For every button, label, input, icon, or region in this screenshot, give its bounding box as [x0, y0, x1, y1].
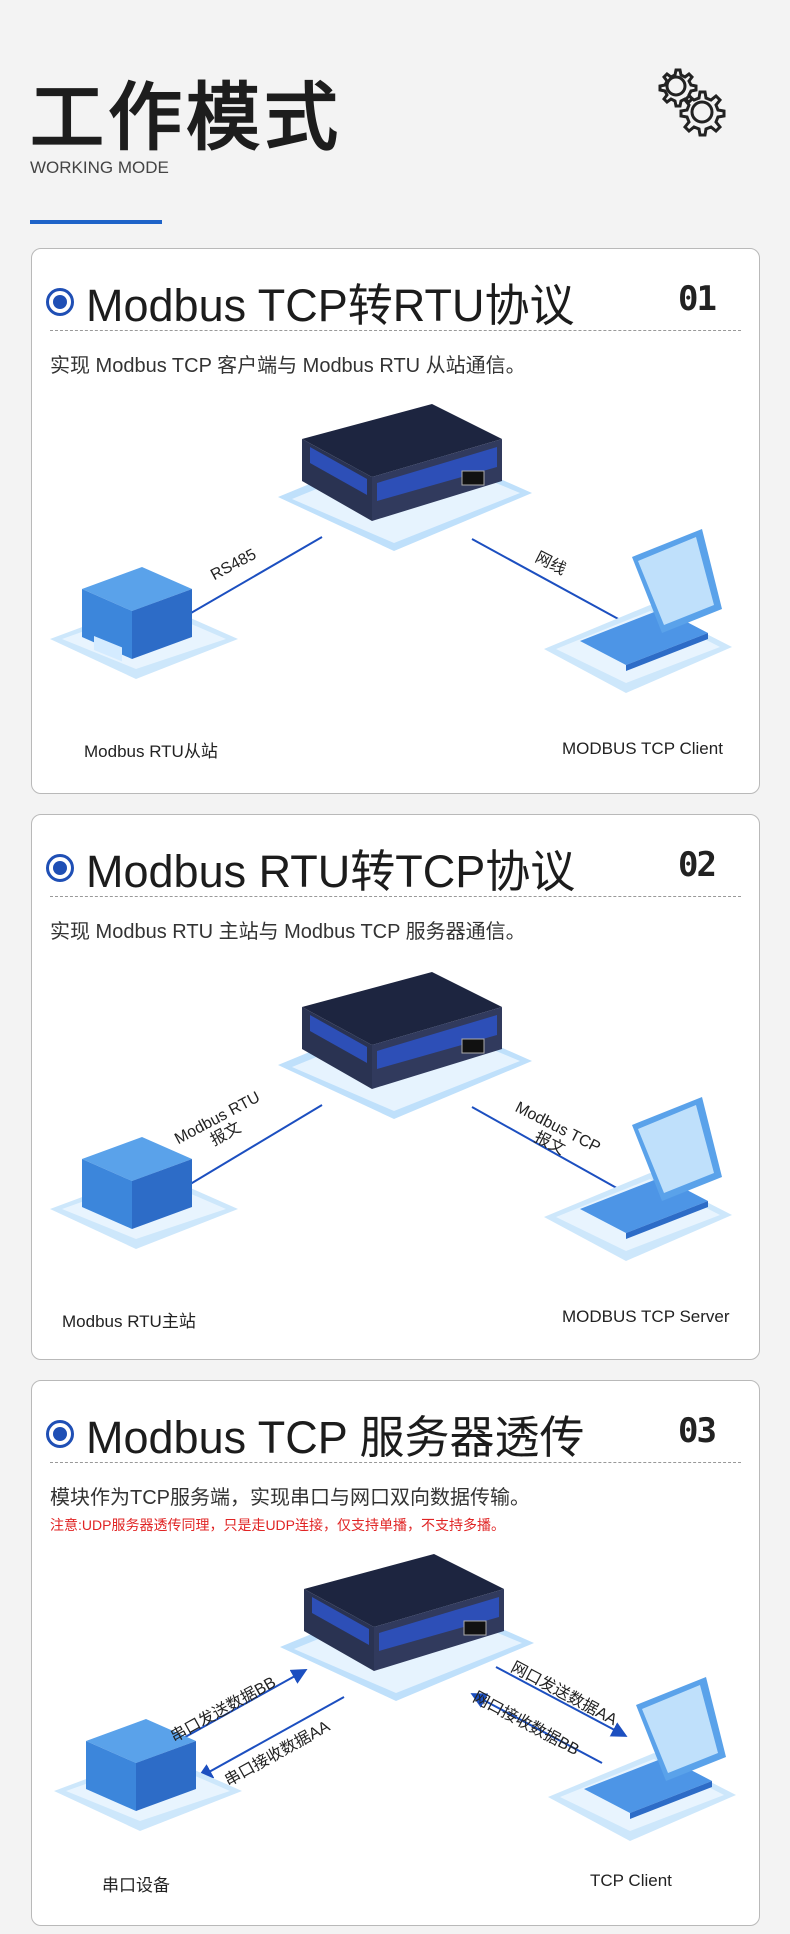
- card-description: 实现 Modbus RTU 主站与 Modbus TCP 服务器通信。: [50, 921, 526, 943]
- server-icon: [50, 1137, 238, 1249]
- net-send-arrow: [495, 1666, 628, 1737]
- network-link: [471, 538, 623, 622]
- left-device-label: Modbus RTU从站: [84, 742, 218, 761]
- card-header: Modbus RTU转TCP协议: [46, 835, 575, 900]
- bullet-icon: [46, 287, 74, 316]
- serial-receive-arrow: [196, 1696, 345, 1779]
- card-description: 实现 Modbus TCP 客户端与 Modbus RTU 从站通信。: [50, 355, 526, 377]
- mode-card-3: Modbus TCP 服务器透传 03 模块作为TCP服务端，实现串口与网口双向…: [31, 1380, 760, 1926]
- mode-card-2: Modbus RTU转TCP协议 02 实现 Modbus RTU 主站与 Mo…: [31, 814, 760, 1360]
- right-device-label: MODBUS TCP Server: [562, 1307, 730, 1326]
- rtu-link: [171, 1104, 323, 1196]
- right-device-label: MODBUS TCP Client: [562, 739, 723, 758]
- card-title: Modbus TCP 服务器透传: [86, 1412, 585, 1463]
- mode-card-1: Modbus TCP转RTU协议 01 实现 Modbus TCP 客户端与 M…: [31, 248, 760, 794]
- divider: [50, 896, 741, 897]
- card-number: 01: [678, 279, 717, 319]
- left-device-label: 串口设备: [102, 1876, 170, 1895]
- right-device-label: TCP Client: [590, 1871, 672, 1890]
- bullet-icon: [46, 1419, 74, 1448]
- card-number: 03: [678, 1411, 717, 1451]
- gateway-device-icon: [278, 404, 532, 551]
- card-number: 02: [678, 845, 717, 885]
- page-subtitle: WORKING MODE: [30, 158, 169, 177]
- card-header: Modbus TCP转RTU协议: [46, 269, 574, 334]
- laptop-icon: [548, 1677, 736, 1841]
- left-device-label: Modbus RTU主站: [62, 1312, 196, 1331]
- title-underline: [30, 220, 162, 224]
- divider: [50, 330, 741, 331]
- card-title: Modbus RTU转TCP协议: [86, 846, 576, 897]
- diagram: [50, 972, 732, 1261]
- server-icon: [50, 567, 238, 679]
- card-header: Modbus TCP 服务器透传: [46, 1401, 584, 1466]
- bullet-icon: [46, 853, 74, 882]
- card-title: Modbus TCP转RTU协议: [86, 280, 575, 331]
- rs485-link: [171, 536, 323, 625]
- diagram: [50, 404, 732, 693]
- net-receive-arrow: [470, 1693, 603, 1764]
- diagram: [54, 1554, 736, 1841]
- card-description: 模块作为TCP服务端，实现串口与网口双向数据传输。: [50, 1487, 530, 1509]
- gateway-device-icon: [280, 1554, 534, 1701]
- laptop-icon: [544, 1097, 732, 1261]
- gears-icon: [658, 68, 726, 137]
- tcp-link: [471, 1106, 623, 1192]
- gateway-device-icon: [278, 972, 532, 1119]
- laptop-icon: [544, 529, 732, 693]
- page-title: 工作模式: [30, 75, 342, 161]
- divider: [50, 1462, 741, 1463]
- serial-device-icon: [54, 1719, 242, 1831]
- card-note: 注意:UDP服务器透传同理，只是走UDP连接，仅支持单播，不支持多播。: [50, 1517, 506, 1533]
